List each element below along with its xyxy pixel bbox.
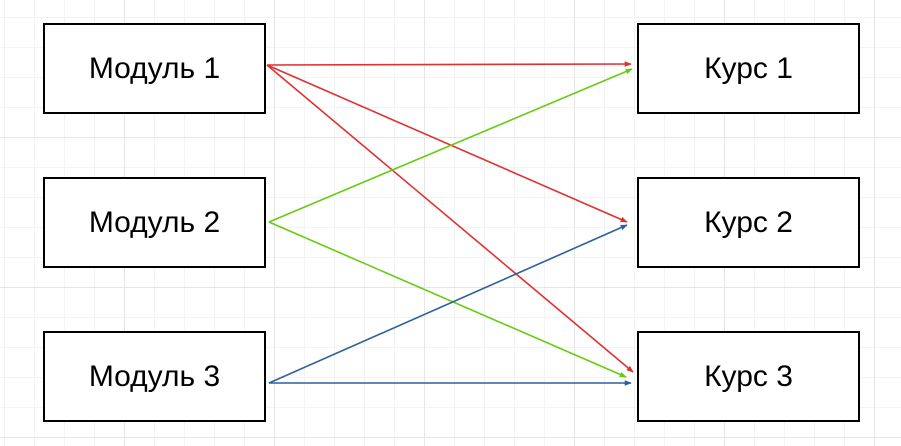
edge-m2-c3[interactable] <box>268 221 627 378</box>
module-1-label: Модуль 1 <box>88 51 221 85</box>
course-1-box[interactable]: Курс 1 <box>637 23 860 114</box>
course-3-label: Курс 3 <box>704 359 793 393</box>
course-2-box[interactable]: Курс 2 <box>637 177 860 268</box>
module-3-label: Модуль 3 <box>88 359 221 393</box>
edge-m3-c2[interactable] <box>268 224 628 384</box>
edge-m1-c3[interactable] <box>266 64 634 373</box>
edge-m2-c1[interactable] <box>268 68 633 223</box>
edge-m1-c2[interactable] <box>266 64 628 223</box>
module-2-label: Модуль 2 <box>88 205 221 239</box>
course-1-label: Курс 1 <box>704 51 793 85</box>
module-3-box[interactable]: Модуль 3 <box>43 331 266 422</box>
course-2-label: Курс 2 <box>704 205 793 239</box>
module-1-box[interactable]: Модуль 1 <box>43 23 266 114</box>
edge-m1-c1[interactable] <box>266 61 632 67</box>
module-2-box[interactable]: Модуль 2 <box>43 177 266 268</box>
course-3-box[interactable]: Курс 3 <box>637 331 860 422</box>
